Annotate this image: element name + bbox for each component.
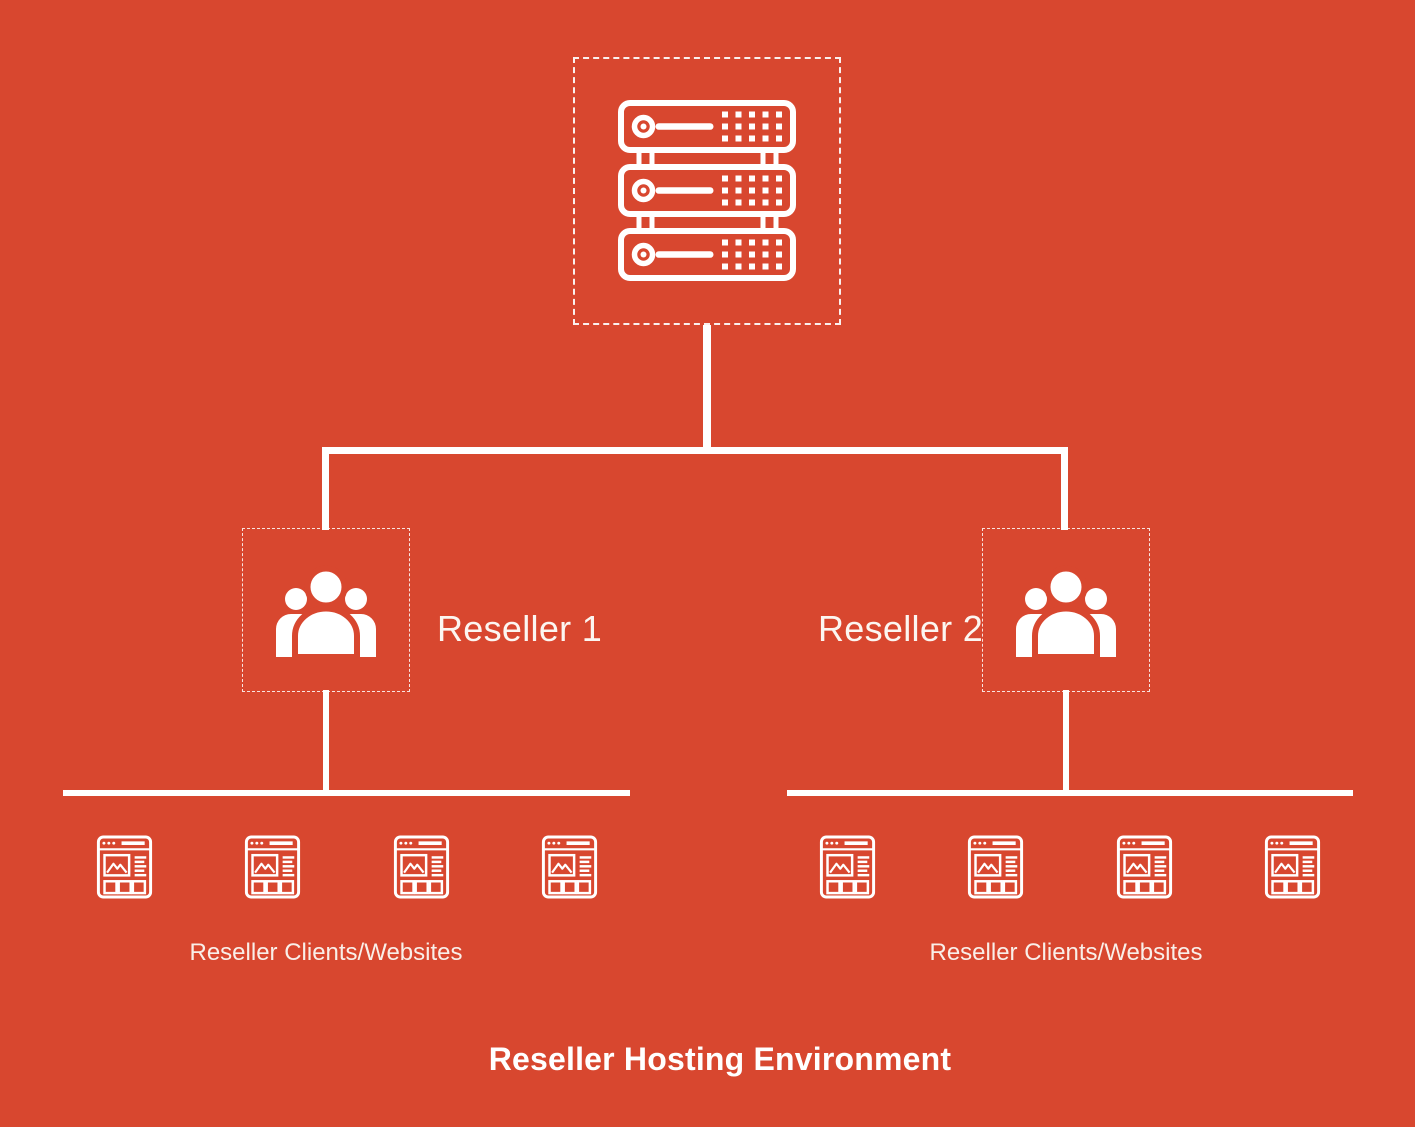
website-browser-icon	[819, 835, 876, 899]
people-group-icon	[1010, 562, 1122, 659]
server-rack-icon	[618, 100, 796, 282]
website-browser-icon	[1116, 835, 1173, 899]
people-group-icon	[270, 562, 382, 659]
connector-clients-bus-right	[787, 790, 1353, 796]
reseller-1-label: Reseller 1	[437, 608, 603, 649]
client-group-label-left: Reseller Clients/Websites	[189, 939, 463, 966]
reseller-2-node-box	[982, 528, 1150, 692]
website-browser-icon	[244, 835, 301, 899]
connector-reseller-2-down	[1063, 690, 1069, 790]
website-browser-icon	[1264, 835, 1321, 899]
connector-server-down	[703, 325, 711, 451]
connector-drop-reseller-2	[1061, 447, 1068, 530]
reseller-1-node-box	[242, 528, 410, 692]
website-browser-icon	[393, 835, 450, 899]
connector-branch-horizontal	[322, 447, 1068, 454]
client-group-label-right: Reseller Clients/Websites	[929, 939, 1203, 966]
client-websites-row-right	[819, 835, 1321, 899]
reseller-2-label: Reseller 2	[818, 608, 984, 649]
connector-drop-reseller-1	[322, 447, 329, 530]
diagram-title: Reseller Hosting Environment	[488, 1041, 952, 1077]
website-browser-icon	[967, 835, 1024, 899]
connector-reseller-1-down	[323, 690, 329, 790]
server-node-box	[573, 57, 841, 325]
client-websites-row-left	[96, 835, 598, 899]
website-browser-icon	[541, 835, 598, 899]
connector-clients-bus-left	[63, 790, 630, 796]
website-browser-icon	[96, 835, 153, 899]
